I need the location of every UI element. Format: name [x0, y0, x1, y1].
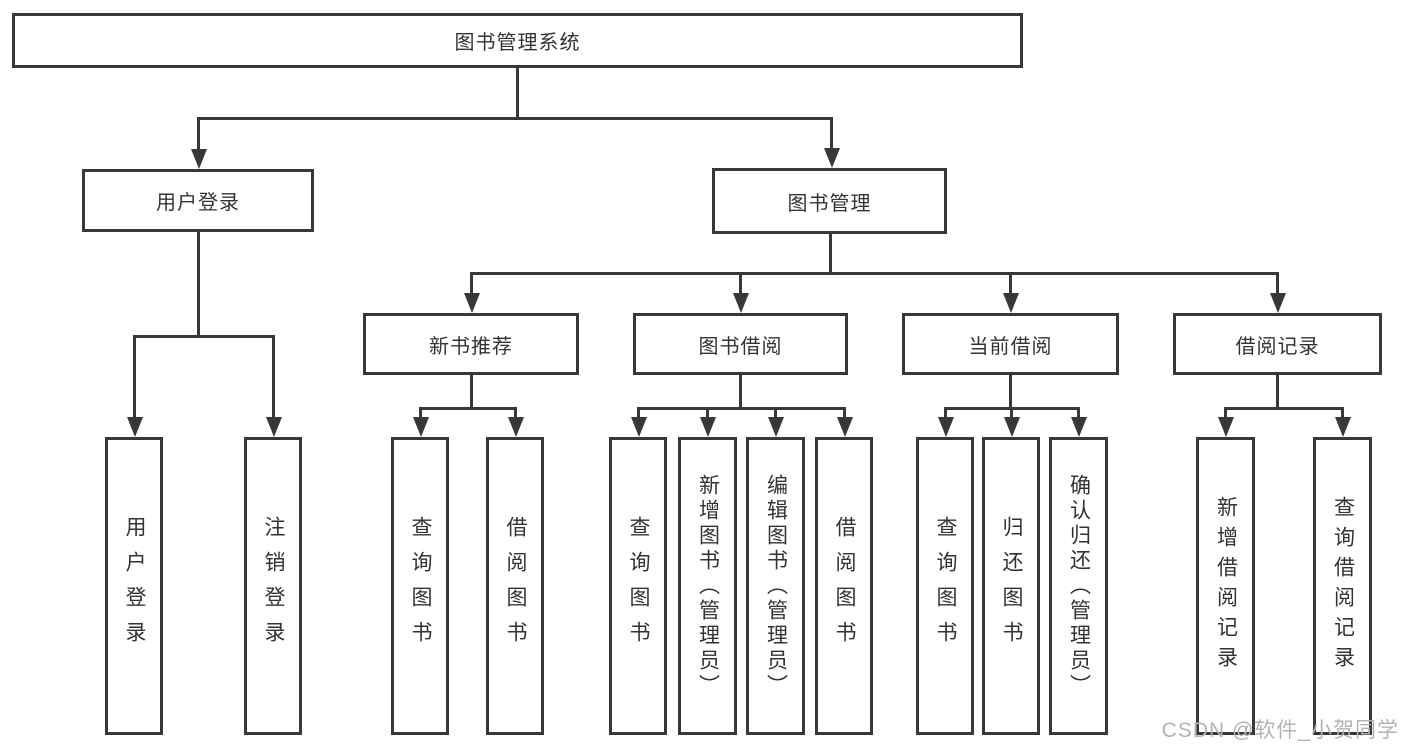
leaf-user-login: 用户登录: [105, 437, 163, 735]
connector-line: [197, 232, 200, 335]
connector-line: [197, 117, 200, 151]
leaf-newbook-borrow-book-label: 借阅图书: [504, 516, 527, 656]
leaf-borrow-query-book: 查询图书: [609, 437, 667, 735]
leaf-add-book-admin-label: 新增图书（管理员）: [696, 473, 720, 699]
node-book-management-label: 图书管理: [787, 192, 872, 215]
leaf-confirm-return-admin: 确认归还（管理员）: [1049, 437, 1108, 735]
connector-line: [637, 407, 846, 410]
node-user-login-label: 用户登录: [156, 192, 240, 214]
node-root: 图书管理系统: [12, 13, 1023, 68]
connector-line: [470, 375, 473, 407]
leaf-return-book: 归还图书: [982, 437, 1040, 735]
connector-line: [272, 335, 275, 419]
leaf-confirm-return-admin-label: 确认归还（管理员）: [1067, 473, 1091, 699]
arrow-down-icon: [1004, 417, 1020, 437]
node-book-management: 图书管理: [712, 168, 947, 234]
node-new-book-recommend-label: 新书推荐: [429, 335, 513, 358]
leaf-add-book-admin: 新增图书（管理员）: [678, 437, 737, 735]
arrow-down-icon: [768, 417, 784, 437]
leaf-borrow-book: 借阅图书: [815, 437, 873, 735]
leaf-edit-book-admin: 编辑图书（管理员）: [746, 437, 805, 735]
connector-line: [637, 407, 640, 419]
node-book-borrow: 图书借阅: [633, 313, 848, 375]
leaf-query-borrow-record: 查询借阅记录: [1313, 437, 1372, 735]
leaf-logout-label: 注销登录: [262, 516, 285, 656]
arrow-down-icon: [1218, 417, 1234, 437]
arrow-down-icon: [1270, 293, 1286, 313]
connector-line: [1276, 375, 1279, 407]
leaf-current-query-book-label: 查询图书: [934, 516, 957, 656]
arrow-down-icon: [191, 149, 207, 169]
connector-line: [516, 68, 519, 117]
node-book-borrow-label: 图书借阅: [698, 335, 783, 358]
connector-line: [739, 375, 742, 407]
connector-line: [470, 272, 473, 295]
leaf-add-borrow-record-label: 新增借阅记录: [1214, 496, 1238, 676]
node-root-label: 图书管理系统: [454, 32, 581, 54]
connector-line: [843, 407, 846, 419]
arrow-down-icon: [1071, 417, 1087, 437]
leaf-logout: 注销登录: [244, 437, 302, 735]
leaf-newbook-borrow-book: 借阅图书: [486, 437, 544, 735]
connector-line: [197, 117, 833, 120]
arrow-down-icon: [266, 417, 282, 437]
arrow-down-icon: [1003, 293, 1019, 313]
leaf-query-borrow-record-label: 查询借阅记录: [1331, 496, 1355, 676]
connector-line: [514, 407, 517, 419]
connector-line: [1224, 407, 1344, 410]
leaf-newbook-query-book-label: 查询图书: [409, 516, 432, 656]
arrow-down-icon: [837, 417, 853, 437]
connector-line: [1341, 407, 1344, 419]
node-user-login: 用户登录: [82, 169, 314, 232]
node-new-book-recommend: 新书推荐: [363, 313, 579, 375]
connector-line: [774, 407, 777, 419]
arrow-down-icon: [1335, 417, 1351, 437]
connector-line: [1276, 272, 1279, 295]
connector-line: [830, 117, 833, 150]
connector-line: [739, 272, 742, 295]
connector-line: [1224, 407, 1227, 419]
arrow-down-icon: [733, 293, 749, 313]
arrow-down-icon: [938, 417, 954, 437]
leaf-current-query-book: 查询图书: [916, 437, 974, 735]
leaf-return-book-label: 归还图书: [1000, 516, 1023, 656]
connector-line: [470, 272, 1279, 275]
leaf-add-borrow-record: 新增借阅记录: [1196, 437, 1255, 735]
node-current-borrow-label: 当前借阅: [968, 335, 1053, 358]
arrow-down-icon: [464, 293, 480, 313]
connector-line: [1077, 407, 1080, 419]
leaf-newbook-query-book: 查询图书: [391, 437, 449, 735]
connector-line: [706, 407, 709, 419]
connector-line: [1009, 272, 1012, 295]
arrow-down-icon: [508, 417, 524, 437]
connector-line: [419, 407, 422, 419]
connector-line: [419, 407, 517, 410]
connector-line: [1010, 407, 1013, 419]
arrow-down-icon: [413, 417, 429, 437]
arrow-down-icon: [127, 417, 143, 437]
connector-line: [133, 335, 275, 338]
leaf-edit-book-admin-label: 编辑图书（管理员）: [764, 473, 788, 699]
connector-line: [1009, 375, 1012, 407]
node-current-borrow: 当前借阅: [902, 313, 1119, 375]
connector-line: [829, 234, 832, 272]
node-borrow-record: 借阅记录: [1173, 313, 1382, 375]
connector-line: [944, 407, 947, 419]
leaf-borrow-query-book-label: 查询图书: [627, 516, 650, 656]
arrow-down-icon: [631, 417, 647, 437]
leaf-user-login-label: 用户登录: [123, 516, 146, 656]
connector-line: [133, 335, 136, 419]
arrow-down-icon: [824, 148, 840, 168]
arrow-down-icon: [700, 417, 716, 437]
csdn-watermark: CSDN @软件_小贺同学: [1161, 719, 1399, 742]
leaf-borrow-book-label: 借阅图书: [833, 516, 856, 656]
node-borrow-record-label: 借阅记录: [1235, 335, 1320, 358]
